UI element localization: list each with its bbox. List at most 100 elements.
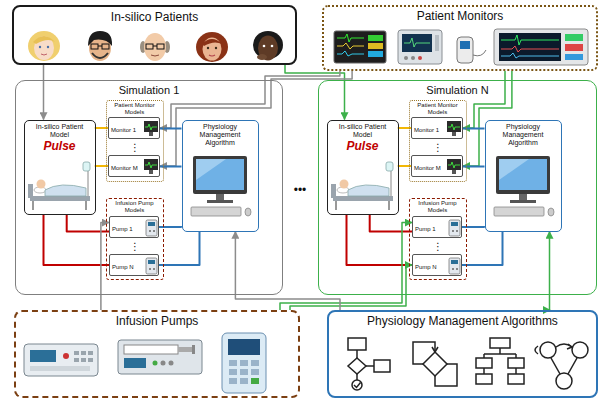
illustration-part bbox=[151, 55, 159, 56]
connector bbox=[285, 65, 345, 120]
illustration-part bbox=[178, 347, 192, 352]
illustration-part bbox=[348, 358, 366, 374]
illustration-part bbox=[98, 46, 102, 47]
ellipsis-label: ⋮ bbox=[130, 141, 140, 154]
node-label: Patient Monitor Models bbox=[108, 102, 162, 116]
illustration-part bbox=[356, 374, 358, 380]
illustration-part bbox=[74, 358, 79, 362]
illustration-part bbox=[88, 351, 93, 355]
illustration-part bbox=[33, 36, 55, 44]
illustration-part bbox=[435, 35, 439, 51]
illustration-part bbox=[207, 47, 209, 49]
illustration-part bbox=[499, 33, 561, 61]
illustration-part bbox=[354, 383, 361, 388]
ellipsis-label: ⋮ bbox=[433, 240, 443, 253]
illustration-part bbox=[337, 51, 364, 56]
connector bbox=[462, 232, 503, 266]
illustration-part bbox=[483, 368, 485, 374]
group-panel: Physiology Management Algorithms bbox=[327, 310, 598, 398]
illustration-part bbox=[402, 34, 432, 52]
node-label: Physiology Management Algorithm bbox=[488, 123, 559, 147]
illustration-part bbox=[418, 56, 422, 60]
node-label: Pump N bbox=[112, 257, 134, 277]
node-label: Simulation 1 bbox=[20, 84, 278, 97]
illustration-part bbox=[368, 35, 383, 41]
node-label: Physiology Management Algorithm bbox=[185, 123, 256, 147]
illustration-part bbox=[153, 361, 158, 366]
node-label: In-silico Patients bbox=[18, 10, 291, 24]
logo-text: Pulse bbox=[330, 139, 396, 153]
node-label: Monitor 1 bbox=[111, 120, 136, 140]
connector bbox=[462, 226, 485, 229]
connector bbox=[43, 65, 45, 120]
illustration-part bbox=[565, 34, 583, 41]
node-label: Pump 1 bbox=[415, 219, 436, 239]
illustration-part bbox=[404, 38, 430, 47]
group-panel: In-silico Patients bbox=[12, 5, 297, 65]
illustration-part bbox=[551, 358, 560, 374]
illustration-part bbox=[565, 44, 583, 51]
device-box: Monitor 1 bbox=[108, 117, 160, 139]
illustration-part bbox=[476, 374, 492, 384]
illustration-part bbox=[144, 33, 166, 61]
device-box: Pump N bbox=[109, 254, 159, 276]
illustration-part bbox=[215, 47, 217, 49]
illustration-part bbox=[476, 358, 492, 368]
illustration-part bbox=[39, 46, 41, 48]
node-label: Pump 1 bbox=[112, 219, 133, 239]
illustration-part bbox=[473, 50, 486, 56]
simulation-box: Simulation 1 In-silico Patient ModelPulse… bbox=[15, 80, 283, 295]
illustration-part bbox=[251, 369, 259, 375]
illustration-part bbox=[460, 41, 470, 49]
group-panel: Patient Monitors bbox=[322, 5, 598, 71]
node-label: Infusion Pump Models bbox=[411, 200, 465, 214]
illustration-part bbox=[192, 345, 195, 354]
model-box: In-silico Patient ModelPulse bbox=[327, 120, 399, 215]
patient-faces bbox=[28, 31, 283, 62]
illustration-part bbox=[337, 43, 364, 49]
illustration-part bbox=[196, 32, 228, 62]
illustration-part bbox=[228, 339, 260, 355]
illustration-part bbox=[508, 358, 524, 368]
device-box: Pump 1 bbox=[412, 216, 462, 238]
node-label: In-silico Patient Model bbox=[330, 123, 396, 139]
illustration-part bbox=[499, 348, 501, 354]
model-group: Patient Monitor ModelsMonitor 1Monitor M bbox=[106, 100, 164, 182]
connector bbox=[235, 232, 340, 311]
model-group: Infusion Pump ModelsPump 1Pump N bbox=[409, 198, 467, 280]
illustration-part bbox=[229, 378, 237, 384]
illustration-part bbox=[222, 333, 266, 393]
illustration-part bbox=[404, 56, 408, 60]
illustration-part bbox=[572, 342, 588, 358]
connector bbox=[290, 265, 412, 310]
algorithm-box: Physiology Management Algorithm bbox=[182, 120, 259, 232]
illustration-part bbox=[398, 30, 442, 64]
illustration-part bbox=[423, 352, 447, 376]
ellipsis-label: ••• bbox=[294, 183, 307, 198]
connector bbox=[549, 232, 551, 311]
illustration-part bbox=[169, 361, 174, 366]
infusion-pump-devices bbox=[24, 333, 266, 393]
illustration-part bbox=[568, 358, 577, 374]
device-box: Monitor M bbox=[411, 155, 463, 177]
illustration-part bbox=[88, 358, 93, 362]
illustration-part bbox=[540, 342, 556, 358]
model-group: Patient Monitor ModelsMonitor 1Monitor M bbox=[409, 100, 467, 182]
illustration-part bbox=[494, 29, 588, 65]
illustration-part bbox=[356, 350, 358, 358]
algorithm-icons bbox=[348, 338, 588, 390]
node-label: Infusion Pumps bbox=[20, 314, 294, 328]
illustration-part bbox=[263, 45, 266, 48]
illustration-part bbox=[515, 368, 517, 374]
ellipsis-label: ⋮ bbox=[433, 141, 443, 154]
illustration-part bbox=[490, 338, 510, 348]
illustration-part bbox=[501, 46, 559, 52]
model-box: In-silico Patient ModelPulse bbox=[24, 120, 96, 215]
node-label: Monitor M bbox=[414, 158, 441, 178]
device-box: Monitor 1 bbox=[411, 117, 463, 139]
group-panel: Infusion Pumps bbox=[14, 310, 300, 398]
node-label: Patient Monitors bbox=[328, 9, 592, 23]
logo-text: Pulse bbox=[27, 139, 93, 153]
